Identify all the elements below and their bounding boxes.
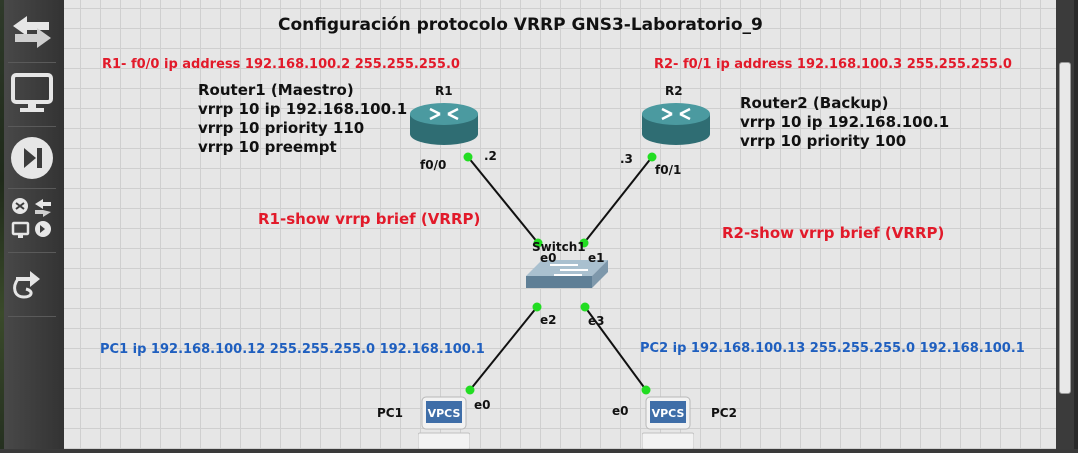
vertical-scrollbar[interactable] (1056, 0, 1078, 449)
link-status-dot (463, 152, 473, 162)
sw-port-e0: e0 (540, 251, 557, 265)
toolbar-edge (0, 0, 4, 449)
link-status-dot (532, 302, 542, 312)
router-r1-icon[interactable] (410, 103, 478, 145)
pc2-node-label[interactable]: PC2 (711, 406, 737, 420)
diagram-title: Configuración protocolo VRRP GNS3-Labora… (278, 15, 763, 35)
topology-canvas[interactable]: Configuración protocolo VRRP GNS3-Labora… (64, 0, 1056, 450)
r2-host-label: .3 (620, 152, 633, 166)
browse-devices-icon[interactable] (8, 8, 56, 56)
link-status-dot (641, 385, 651, 395)
left-toolbar (0, 0, 64, 449)
console-monitor-icon[interactable] (8, 70, 56, 118)
sw-port-e1: e1 (588, 251, 605, 265)
pc1-vpcs-icon[interactable]: VPCS (417, 395, 471, 450)
link-r1-sw[interactable] (467, 156, 539, 244)
link-status-dot (579, 238, 589, 248)
scrollbar-thumb[interactable] (1059, 62, 1071, 394)
pc1-vpcs-badge: VPCS (428, 407, 461, 420)
link-layer (410, 103, 710, 395)
link-status-dot (465, 385, 475, 395)
r2-interface-note: R2- f0/1 ip address 192.168.100.3 255.25… (654, 57, 1012, 72)
pc2-vpcs-icon[interactable]: VPCS (641, 395, 695, 450)
link-status-dot (580, 302, 590, 312)
link-r2-sw[interactable] (583, 156, 653, 244)
all-devices-icon[interactable] (8, 194, 56, 242)
switch1-label[interactable]: Switch1 (532, 240, 586, 254)
link-status-dot (647, 152, 657, 162)
r1-show-link[interactable]: R1-show vrrp brief (VRRP) (258, 210, 481, 228)
router2-config-note: Router2 (Backup) vrrp 10 ip 192.168.100.… (740, 94, 950, 150)
pc2-vpcs-badge: VPCS (652, 407, 685, 420)
link-sw-pc1[interactable] (469, 306, 538, 391)
r2-node-label[interactable]: R2 (665, 84, 683, 98)
sw-port-e3: e3 (588, 314, 605, 328)
pc2-port-label: e0 (612, 404, 629, 418)
add-link-icon[interactable] (8, 260, 56, 308)
r1-node-label[interactable]: R1 (435, 84, 453, 98)
r2-port-label: f0/1 (655, 163, 682, 177)
r2-show-link[interactable]: R2-show vrrp brief (VRRP) (722, 224, 945, 242)
pc1-ip-note: PC1 ip 192.168.100.12 255.255.255.0 192.… (100, 342, 485, 357)
pc2-ip-note: PC2 ip 192.168.100.13 255.255.255.0 192.… (640, 341, 1025, 356)
sw-port-e2: e2 (540, 313, 557, 327)
r1-host-label: .2 (484, 149, 497, 163)
link-sw-pc2[interactable] (584, 306, 647, 391)
r1-port-label: f0/0 (420, 158, 447, 172)
scrollbar-rail (1074, 0, 1078, 449)
link-status-dot (533, 238, 543, 248)
pc1-port-label: e0 (474, 398, 491, 412)
switch1-icon[interactable] (526, 260, 608, 288)
start-stop-icon[interactable] (8, 134, 56, 182)
pc1-node-label[interactable]: PC1 (377, 406, 403, 420)
router-r2-icon[interactable] (642, 103, 710, 145)
router1-config-note: Router1 (Maestro) vrrp 10 ip 192.168.100… (198, 81, 408, 156)
r1-interface-note: R1- f0/0 ip address 192.168.100.2 255.25… (102, 57, 460, 72)
